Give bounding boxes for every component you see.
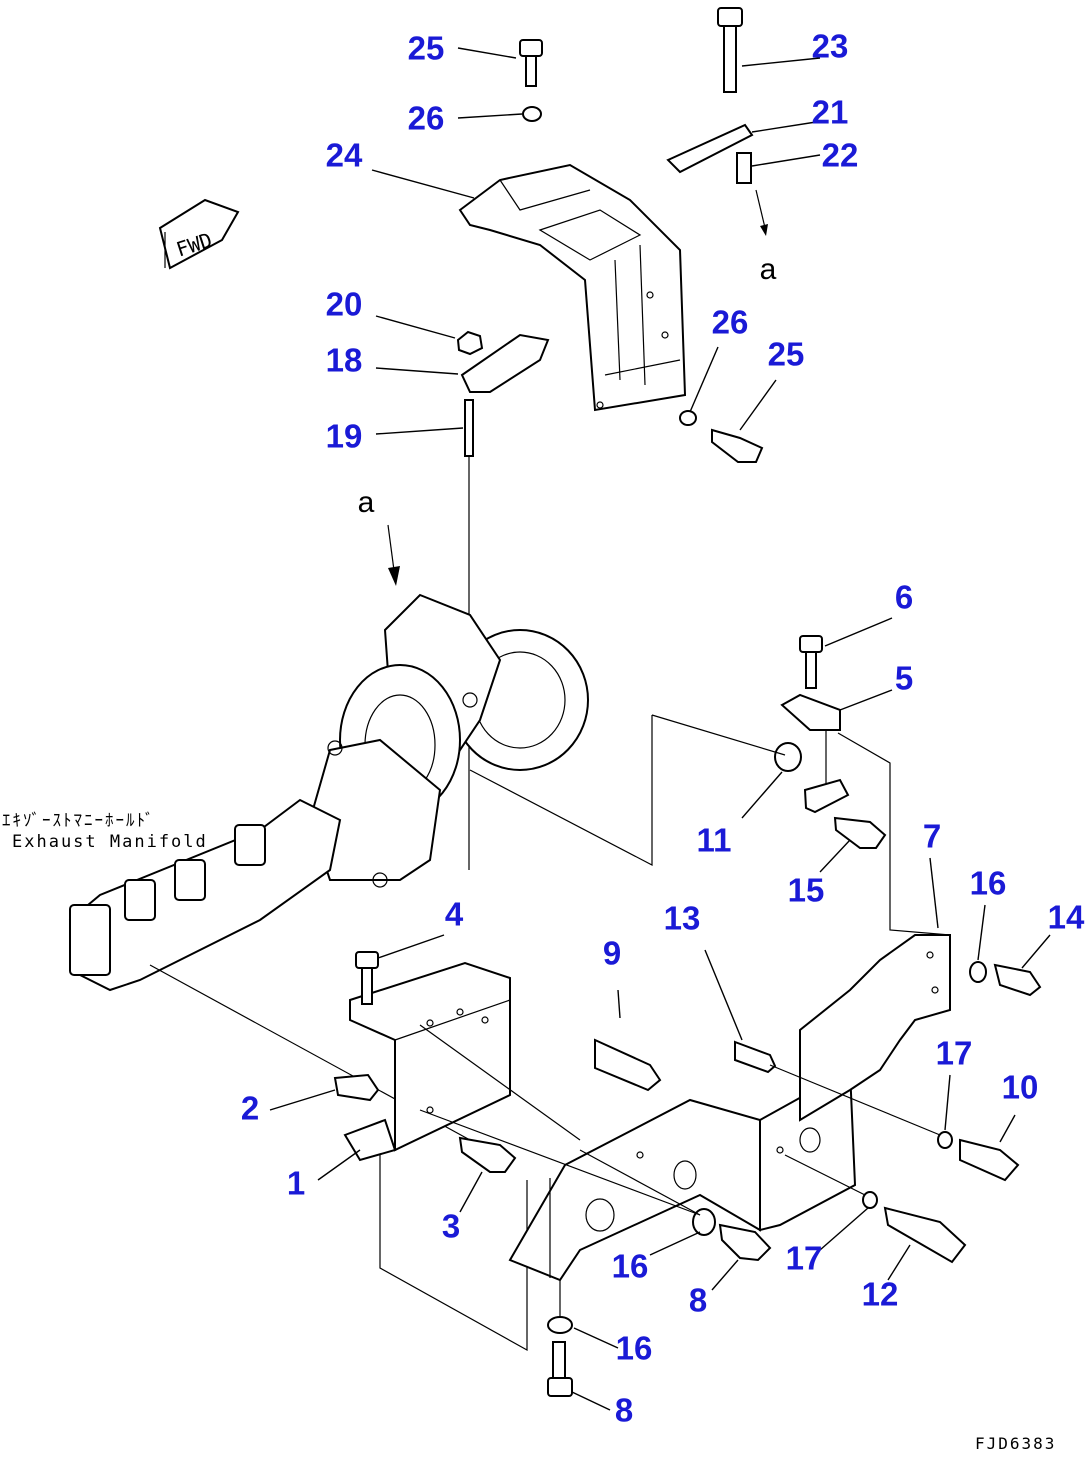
callout-4: 4	[444, 895, 464, 933]
callout-17-mid: 17	[785, 1239, 823, 1277]
callout-2: 2	[240, 1089, 260, 1127]
part-25-bolt-top	[519, 39, 543, 87]
drawing-code: FJD6383	[975, 1434, 1057, 1453]
callout-11: 11	[696, 821, 732, 859]
part-10-bolt	[959, 1138, 1020, 1182]
callout-26-top: 26	[407, 99, 445, 137]
part-12-bolt	[883, 1206, 967, 1264]
callout-25-side: 25	[767, 335, 805, 373]
exhaust-manifold-label-jp: ｴｷｿﾞｰｽﾄﾏﾆｰﾎｰﾙﾄﾞ	[2, 811, 156, 831]
part-26-washer-top	[522, 106, 542, 122]
part-19-stud	[464, 399, 474, 457]
part-13-pin	[734, 1040, 777, 1074]
part-25-bolt-side	[711, 428, 764, 463]
part-9-pin	[594, 1038, 662, 1092]
callout-17-right: 17	[935, 1034, 973, 1072]
callout-3: 3	[441, 1207, 461, 1245]
part-8-bolt-bottom	[547, 1341, 573, 1397]
callout-16-mid: 16	[611, 1247, 649, 1285]
callout-19: 19	[325, 417, 363, 455]
part-18-clamp	[460, 333, 550, 393]
callout-8-bottom: 8	[614, 1391, 634, 1429]
view-marker-a-top: a	[759, 253, 777, 286]
callout-23: 23	[811, 27, 849, 65]
view-marker-a-left: a	[357, 486, 375, 519]
part-11-collar	[774, 742, 802, 772]
part-6-bolt	[799, 635, 823, 689]
part-16-washer-right	[969, 961, 987, 983]
callout-5: 5	[894, 659, 914, 697]
part-15-bolt	[833, 816, 887, 849]
callout-22: 22	[821, 136, 859, 174]
callout-25-top: 25	[407, 29, 445, 67]
part-7-leader-outline	[837, 732, 951, 936]
callout-16-bottom: 16	[615, 1329, 653, 1367]
exhaust-manifold	[68, 798, 471, 1141]
part-8-bolt-mid	[718, 1223, 772, 1262]
part-21-plate	[666, 123, 754, 174]
part-24-upper-bracket	[458, 163, 687, 412]
part-22-sleeve	[736, 152, 752, 184]
callout-16-right: 16	[969, 864, 1007, 902]
part-5-clamp	[780, 693, 841, 731]
part-23-long-bolt	[717, 7, 743, 93]
part-17-washer-right	[937, 1131, 953, 1149]
part-14-bolt	[993, 963, 1042, 997]
callout-15: 15	[787, 871, 825, 909]
callout-21: 21	[811, 93, 849, 131]
part-17-washer-mid	[862, 1191, 878, 1209]
callout-12: 12	[861, 1275, 899, 1313]
callout-6: 6	[894, 578, 914, 616]
part-4-bolt	[355, 951, 379, 1005]
callout-24: 24	[325, 136, 363, 174]
callout-9: 9	[602, 934, 622, 972]
part-16-washer-mid	[692, 1208, 716, 1236]
callout-14: 14	[1047, 898, 1085, 936]
part-3-bolt	[458, 1136, 517, 1173]
exhaust-manifold-label-en: Exhaust Manifold	[12, 832, 208, 852]
callout-10: 10	[1001, 1068, 1039, 1106]
callout-8-mid: 8	[688, 1281, 708, 1319]
part-2-pin	[333, 1073, 380, 1102]
callout-7: 7	[922, 817, 942, 855]
callout-20: 20	[325, 285, 363, 323]
callout-26-side: 26	[711, 303, 749, 341]
part-16-washer-bottom	[547, 1316, 573, 1334]
part-26-washer-side	[679, 410, 697, 426]
part-20-nut	[456, 330, 484, 356]
turbocharger	[308, 593, 589, 888]
callout-1: 1	[286, 1164, 306, 1202]
callout-18: 18	[325, 341, 363, 379]
fwd-arrow-icon: FWD	[158, 198, 240, 270]
callout-13: 13	[663, 899, 701, 937]
